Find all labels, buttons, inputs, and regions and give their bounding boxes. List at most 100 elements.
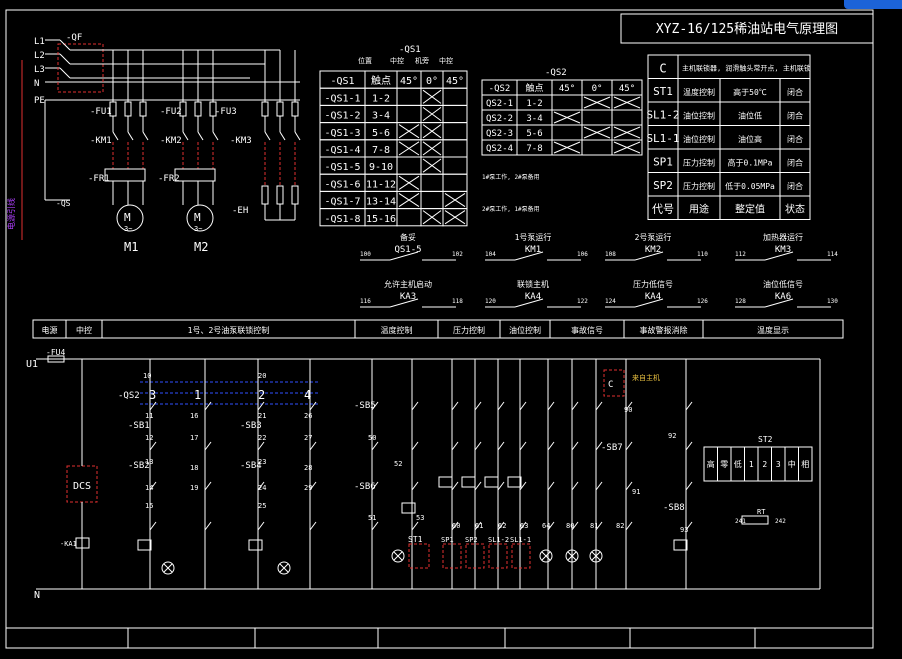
wire-num-62: 62 [498,522,506,530]
spec-cell-2-2: 油位低 [738,111,762,121]
fu2-label: -FU2 [160,107,182,117]
qs2-cell-0-4: 45° [619,84,635,94]
wire-num-24: 24 [258,484,266,492]
rt-label: RT [757,508,766,516]
wire-num-22: 22 [258,434,266,442]
km3-label: -KM3 [230,136,252,146]
terminal-1-a: 104 [485,251,496,258]
wire-num-26: 26 [304,412,312,420]
drawing-frame [5,9,874,649]
fu1-label: -FU1 [90,107,112,117]
terminal-2-label: 2号泵运行 [635,232,672,242]
qs1-cell-1-1: 1-2 [372,93,390,104]
terminal-3-b: 114 [827,251,838,258]
qs2-pos-2: 2 [258,388,265,402]
wire-num-63: 63 [520,522,528,530]
qs2-cell-2-1: 3-4 [526,114,542,124]
toolbar-badge[interactable] [844,0,902,9]
st2-cell-5: 3 [776,460,781,469]
wire-num-13: 13 [145,458,153,466]
sl12-label: SL1-2 [488,536,509,544]
terminal-2-b: 110 [697,251,708,258]
terminal-1-b: 106 [577,251,588,258]
spec-cell-5-1: 压力控制 [683,181,715,191]
qs1-cell-7-1: 13-14 [366,197,396,208]
terminal-2-device: KM2 [645,245,661,255]
terminal-0-device: QS1-5 [394,245,421,255]
wire-num-21: 21 [258,412,266,420]
qs2-cell-0-2: 45° [559,84,575,94]
spec-cell-6-1: 用途 [689,203,709,216]
terminal-3-label: 加热器运行 [763,232,803,242]
wire-num-27: 27 [304,434,312,442]
wire-num-91: 91 [632,488,640,496]
qs1-cell-6-0: -QS1-6 [324,179,360,190]
qs2-cell-4-1: 7-8 [526,144,542,154]
terminal-3-device: KM3 [775,245,791,255]
c-contact-label: C [608,380,613,390]
section-header-0: 电源 [42,325,58,335]
spec-cell-6-3: 状态 [785,203,805,216]
motor-m2-symbol: M [194,211,201,224]
terminal-7-label: 油位低信号 [763,279,803,289]
sb4-label: -SB4 [240,461,262,471]
spec-cell-1-0: ST1 [653,85,673,98]
wire-num-11: 11 [145,412,153,420]
wire-num-29: 29 [304,484,312,492]
qs1-cell-8-1: 15-16 [366,214,396,225]
terminal-1-label: 1号泵运行 [515,232,552,242]
wire-num-52: 52 [394,460,402,468]
wire-num-18: 18 [190,464,198,472]
km2-label: -KM2 [160,136,182,146]
drawing-title: XYZ-16/125稀油站电气原理图 [656,21,838,37]
qs1-cell-1-0: -QS1-1 [324,93,360,104]
wire-num-51: 51 [368,514,376,522]
section-header-6: 事故信号 [571,325,603,335]
spec-cell-2-1: 油位控制 [683,111,715,121]
wire-num-25: 25 [258,502,266,510]
spec-cell-5-0: SP2 [653,179,673,192]
qs1-cell-2-1: 3-4 [372,111,390,122]
breaker-box [57,43,104,93]
qs2-cell-1-1: 1-2 [526,99,542,109]
qs1-cell-3-1: 5-6 [372,128,390,139]
fr1-label: -FR1 [88,174,110,184]
spec-cell-4-0: SP1 [653,156,673,169]
wire-num-82: 82 [616,522,624,530]
st2-cell-1: 零 [720,460,728,469]
terminal-5-b: 122 [577,298,588,305]
section-header-5: 油位控制 [509,325,541,335]
sp2-label: SP2 [465,536,478,544]
qs2-cell-0-0: -QS2 [489,84,511,94]
motor-m2-sub: 3~ [194,225,202,233]
st2-cell-7: 相 [801,459,809,469]
qs1-cell-0-4: 45° [446,76,464,87]
section-header-7: 事故警报消除 [640,325,688,335]
spec-cell-6-0: 代号 [652,203,674,216]
qs1-cell-7-0: -QS1-7 [324,197,360,208]
qs1-title: -QS1 [399,45,421,55]
terminal-7-device: KA6 [775,292,791,302]
wire-num-19: 19 [190,484,198,492]
qs1-sub-0: 位置 [358,56,372,65]
terminal-4-label: 允许主机启动 [384,279,432,289]
spec-cell-2-0: SL1-2 [646,109,679,122]
wire-num-12: 12 [145,434,153,442]
terminal-6-a: 124 [605,298,616,305]
sl11-label: SL1-1 [510,536,531,544]
terminal-6-device: KA4 [645,292,661,302]
spec-cell-1-2: 高于50℃ [733,87,767,97]
fu3-label: -FU3 [215,107,237,117]
power-circuit: L1 L2 L3 N PE -QF 电源引线 -FU1 -FU2 -FU3 -K… [6,33,301,254]
wire-num-92: 92 [668,432,676,440]
qs1-cell-6-1: 11-12 [366,179,396,190]
spec-cell-1-1: 温度控制 [683,87,715,97]
qs1-cell-5-0: -QS1-5 [324,162,360,173]
terminal-4-device: KA3 [400,292,416,302]
terminal-5-label: 联锁主机 [517,279,549,289]
terminal-1-device: KM1 [525,245,541,255]
spec-cell-2-3: 闭合 [787,111,803,121]
km1-label: -KM1 [90,136,112,146]
wire-num-80: 80 [566,522,574,530]
